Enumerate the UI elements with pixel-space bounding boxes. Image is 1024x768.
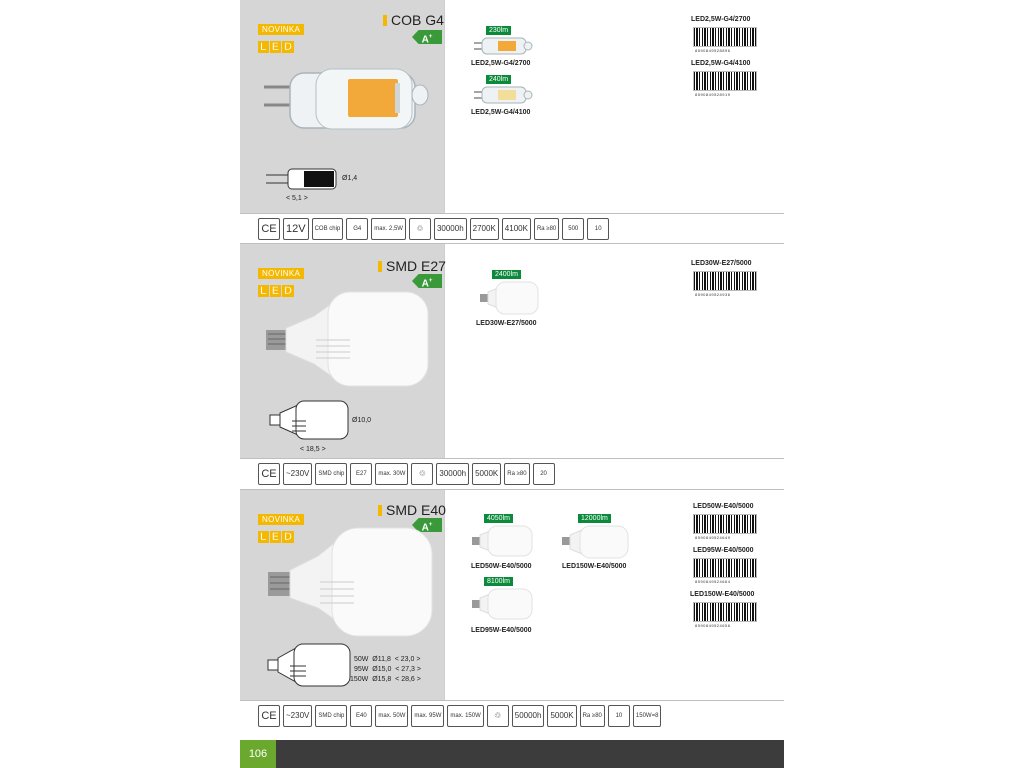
recycle-icon: ♲ [486, 705, 509, 727]
product-title: SMD E27 [378, 258, 446, 274]
ce-mark-icon: CE [258, 463, 280, 485]
voltage-icon: 12V [283, 218, 309, 240]
chip-icon: SMD chip [315, 463, 348, 485]
product-code: LED30W-E27/5000 [476, 320, 537, 327]
product-title: COB G4 [383, 12, 444, 28]
max-power-icon: max. 50W [375, 705, 409, 727]
voltage-icon: ~230V [283, 463, 313, 485]
package-icon: 10 [587, 218, 610, 240]
lumen-badge: 8100lm [484, 577, 513, 586]
barcode-label: LED2,5W-G4/4100 [691, 60, 751, 67]
dimension-row: 150W Ø15,8 < 28,6 > [350, 676, 421, 683]
cri-icon: Ra ≥80 [533, 218, 560, 240]
e40-small-image [562, 525, 629, 559]
max-power-icon: max. 150W [447, 705, 484, 727]
g4-capsule-image [264, 68, 429, 130]
barcode [693, 71, 757, 91]
max-power-icon: max. 30W [375, 463, 409, 485]
lifetime-icon: 30000h [433, 218, 467, 240]
socket-icon: E27 [350, 463, 373, 485]
package-icon: 500 [562, 218, 585, 240]
dimension-diameter: Ø1,4 [342, 175, 358, 182]
spec-icon-row: CE 12V COB chip G4 max. 2,5W ♲ 30000h 27… [258, 218, 610, 242]
barcode [693, 558, 757, 578]
recycle-icon: ♲ [408, 218, 431, 240]
energy-class-badge: A+ [412, 274, 442, 288]
recycle-icon: ♲ [411, 463, 434, 485]
socket-icon: G4 [346, 218, 369, 240]
product-code: LED2,5W-G4/4100 [471, 109, 531, 116]
energy-class-badge: A+ [412, 30, 442, 44]
energy-class-badge: A+ [412, 518, 442, 532]
novinka-badge: NOVINKA [258, 24, 305, 35]
dimension-diameter: Ø10,0 [352, 417, 372, 424]
lifetime-icon: 50000h [511, 705, 545, 727]
novinka-badge: NOVINKA [258, 268, 305, 279]
color-temp-icon: 5000K [547, 705, 577, 727]
color-temp-icon: 5000K [472, 463, 502, 485]
e27-small-image [480, 281, 539, 315]
lifetime-icon: 30000h [436, 463, 470, 485]
socket-icon: E40 [350, 705, 373, 727]
ce-mark-icon: CE [258, 705, 280, 727]
product-code: LED150W-E40/5000 [562, 563, 627, 570]
spec-icon-row: CE ~230V SMD chip E27 max. 30W ♲ 30000h … [258, 463, 555, 487]
package-icon: 20 [532, 463, 555, 485]
product-code: LED50W-E40/5000 [471, 563, 532, 570]
footer-bar [240, 740, 784, 768]
lumen-badge: 4050lm [484, 514, 513, 523]
color-temp-icon: 4100K [501, 218, 531, 240]
lumen-badge: 12000lm [578, 514, 611, 523]
novinka-badge: NOVINKA [258, 514, 305, 525]
product-code: LED95W-E40/5000 [471, 627, 532, 634]
max-power-icon: max. 95W [411, 705, 445, 727]
barcode [693, 271, 757, 291]
barcode [693, 514, 757, 534]
e27-bulb-image [266, 291, 429, 387]
e40-bulb-image [268, 527, 433, 637]
barcode-label: LED150W-E40/5000 [690, 591, 755, 598]
lumen-badge: 230lm [486, 26, 512, 35]
g4-small-image [474, 37, 533, 55]
ce-mark-icon: CE [258, 218, 280, 240]
page-number: 106 [240, 740, 276, 768]
cri-icon: Ra ≥80 [504, 463, 530, 485]
cri-icon: Ra ≥80 [579, 705, 605, 727]
dimension-row: 50W Ø11,8 < 23,0 > [354, 656, 421, 663]
dimension-length: < 18,5 > [300, 446, 326, 453]
spec-icon-row: CE ~230V SMD chip E40 max. 50W max. 95W … [258, 705, 662, 729]
package-icon: 10 [607, 705, 630, 727]
g4-small-image [474, 86, 533, 104]
chip-icon: COB chip [311, 218, 344, 240]
package-icon: 150W=8 [632, 705, 662, 727]
lumen-badge: 2400lm [492, 270, 521, 279]
product-title: SMD E40 [378, 502, 446, 518]
e40-small-image [472, 525, 533, 557]
lumen-badge: 240lm [486, 75, 512, 84]
max-power-icon: max. 2,5W [371, 218, 406, 240]
dimension-row: 95W Ø15,0 < 27,3 > [354, 666, 421, 673]
barcode-label: LED95W-E40/5000 [693, 547, 754, 554]
barcode [693, 602, 757, 622]
chip-icon: SMD chip [315, 705, 348, 727]
barcode-label: LED30W-E27/5000 [691, 260, 752, 267]
barcode [693, 27, 757, 47]
product-code: LED2,5W-G4/2700 [471, 60, 531, 67]
barcode-label: LED2,5W-G4/2700 [691, 16, 751, 23]
color-temp-icon: 2700K [469, 218, 499, 240]
barcode-label: LED50W-E40/5000 [693, 503, 754, 510]
dimension-length: < 5,1 > [286, 195, 308, 202]
dimension-drawing [269, 400, 349, 440]
voltage-icon: ~230V [283, 705, 313, 727]
dimension-drawing [267, 643, 351, 687]
e40-small-image [472, 588, 533, 620]
dimension-drawing [266, 168, 337, 190]
